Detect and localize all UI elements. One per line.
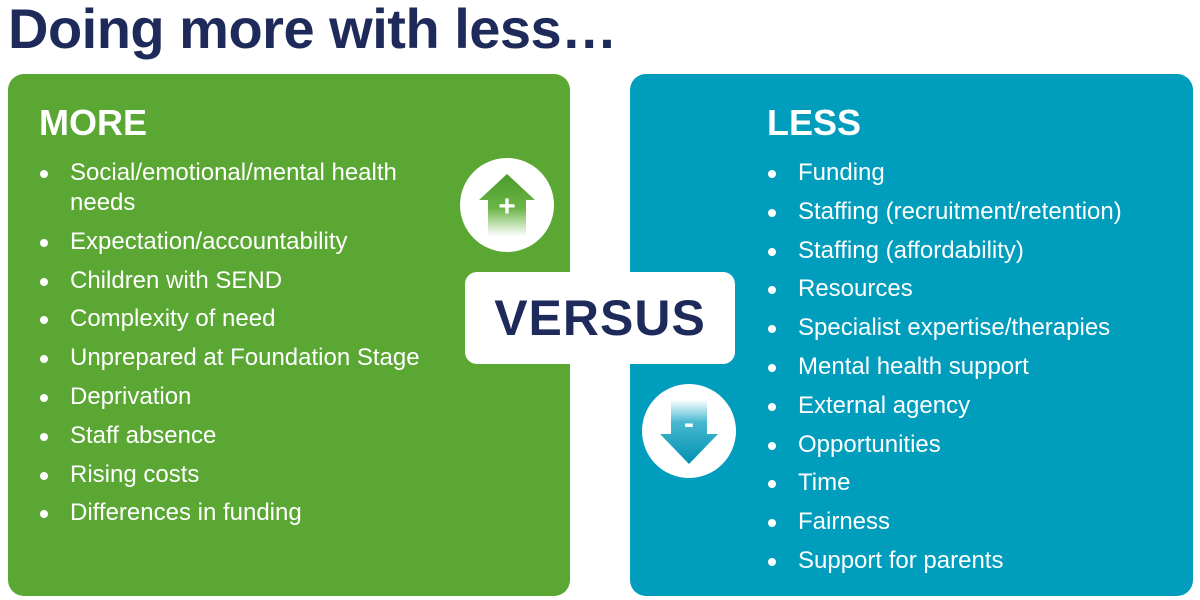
list-item: Staff absence [38, 421, 458, 451]
list-item: Staffing (affordability) [766, 236, 1186, 266]
list-item: Fairness [766, 507, 1186, 537]
less-heading: LESS [767, 102, 862, 143]
list-item: Funding [766, 158, 1186, 188]
list-item: Staffing (recruitment/retention) [766, 197, 1186, 227]
list-item: Children with SEND [38, 266, 458, 296]
more-heading: MORE [39, 102, 147, 143]
versus-label: VERSUS [494, 290, 706, 346]
list-item: Unprepared at Foundation Stage [38, 343, 458, 373]
list-item: Opportunities [766, 430, 1186, 460]
versus-badge: VERSUS [465, 272, 735, 364]
list-item: Mental health support [766, 352, 1186, 382]
more-list: Social/emotional/mental health needs Exp… [38, 158, 458, 537]
list-item: Expectation/accountability [38, 227, 458, 257]
list-item: Time [766, 468, 1186, 498]
less-list: Funding Staffing (recruitment/retention)… [766, 158, 1186, 585]
arrow-down-minus-icon: - [642, 384, 736, 478]
list-item: Rising costs [38, 460, 458, 490]
list-item: Resources [766, 274, 1186, 304]
list-item: External agency [766, 391, 1186, 421]
minus-symbol: - [684, 407, 694, 440]
list-item: Support for parents [766, 546, 1186, 576]
list-item: Deprivation [38, 382, 458, 412]
list-item: Complexity of need [38, 304, 458, 334]
list-item: Specialist expertise/therapies [766, 313, 1186, 343]
list-item: Social/emotional/mental health needs [38, 158, 458, 218]
list-item: Differences in funding [38, 498, 458, 528]
page-title: Doing more with less… [8, 0, 617, 60]
plus-symbol: + [498, 190, 516, 223]
house-plus-icon: + [460, 158, 554, 252]
